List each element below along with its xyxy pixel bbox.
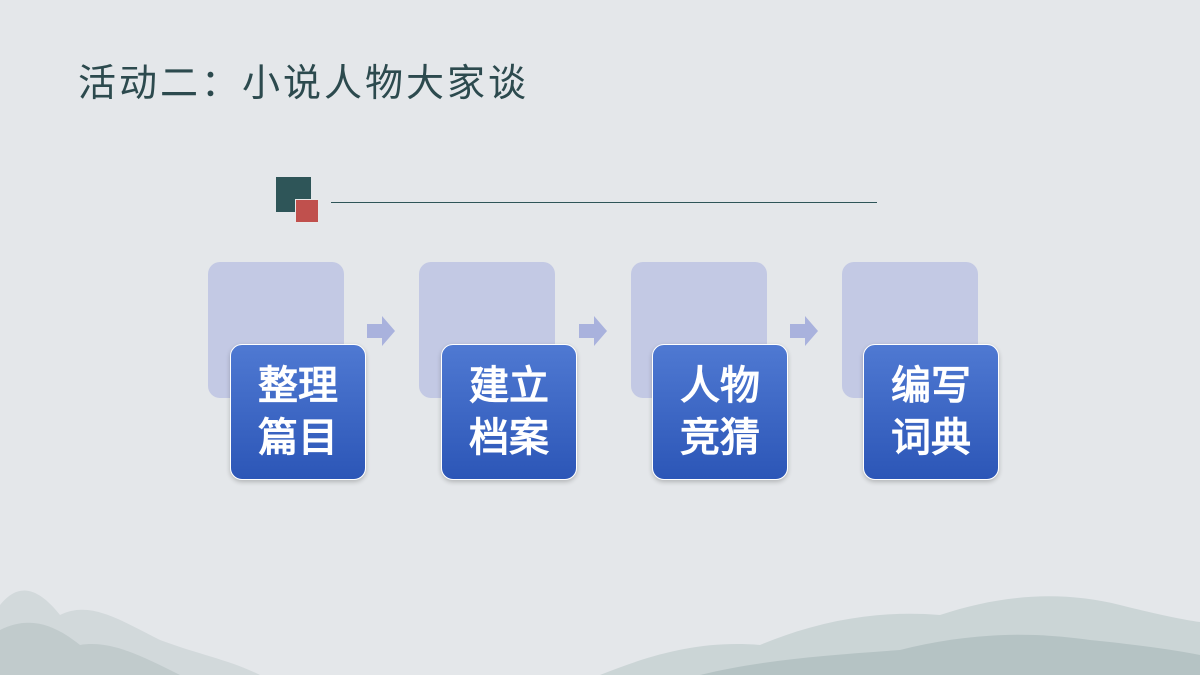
arrow-right-icon: [790, 316, 818, 346]
step-2-label: 建立档案: [469, 363, 549, 461]
decor-square-red: [295, 199, 319, 223]
decor-line: [331, 202, 877, 203]
step-1-label: 整理篇目: [258, 363, 338, 461]
step-3-label: 人物竞猜: [680, 363, 760, 461]
step-2-card: 建立档案: [441, 344, 577, 480]
ink-mountain-decoration: [0, 590, 1200, 675]
slide-title: 活动二：小说人物大家谈: [78, 61, 530, 105]
step-1-card: 整理篇目: [230, 344, 366, 480]
arrow-right-icon: [579, 316, 607, 346]
step-4-card: 编写词典: [863, 344, 999, 480]
step-3-card: 人物竞猜: [652, 344, 788, 480]
step-4-label: 编写词典: [891, 363, 971, 461]
arrow-right-icon: [367, 316, 395, 346]
